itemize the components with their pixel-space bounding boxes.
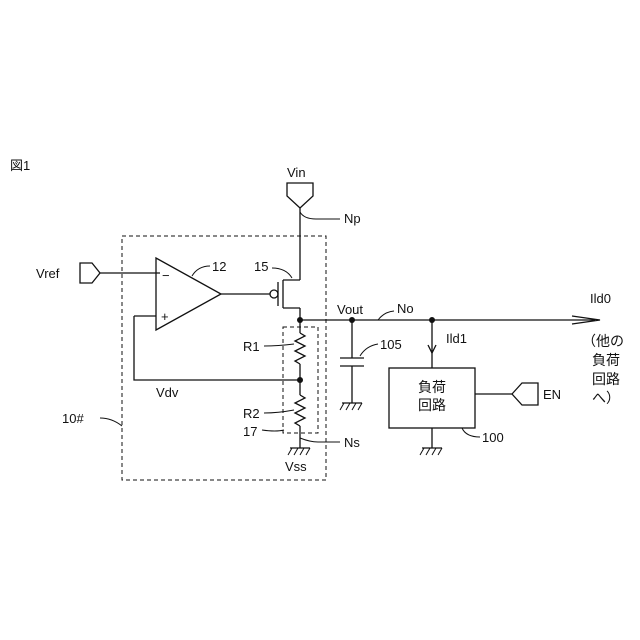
block-label: 10# — [62, 411, 84, 426]
opamp-minus: − — [162, 268, 170, 283]
ns-leader — [300, 438, 340, 442]
np-leader — [300, 212, 340, 219]
transistor-leader — [272, 268, 292, 278]
load-line1: 負荷 — [418, 379, 446, 395]
resistor-r2 — [295, 395, 305, 448]
cap-leader — [360, 344, 378, 356]
other-line1: （他の — [582, 333, 624, 349]
cap-label: 105 — [380, 337, 402, 352]
ns-label: Ns — [344, 435, 360, 450]
vin-terminal — [287, 183, 313, 280]
resistor-r1 — [295, 320, 305, 395]
en-label: EN — [543, 387, 561, 402]
other-loads-note: （他の 負荷 回路 へ） — [582, 333, 624, 406]
vref-terminal — [80, 263, 160, 283]
transistor-label: 15 — [254, 259, 268, 274]
pmos-transistor — [270, 280, 300, 320]
load-line2: 回路 — [418, 397, 446, 413]
no-leader — [378, 311, 394, 320]
block-leader — [100, 418, 122, 426]
vref-label: Vref — [36, 266, 60, 281]
opamp-label: 12 — [212, 259, 226, 274]
r2-leader — [264, 410, 294, 413]
opamp-leader — [192, 266, 210, 276]
vss-label: Vss — [285, 459, 307, 474]
vin-label: Vin — [287, 165, 306, 180]
no-label: No — [397, 301, 414, 316]
divider-leader — [262, 430, 284, 431]
en-terminal — [475, 383, 538, 405]
r1-leader — [264, 344, 294, 346]
other-line3: 回路 — [592, 371, 620, 387]
vdv-label: Vdv — [156, 385, 179, 400]
ild0-label: Ild0 — [590, 291, 611, 306]
other-line4: へ） — [592, 390, 620, 406]
ild1-label: Ild1 — [446, 331, 467, 346]
r2-label: R2 — [243, 406, 260, 421]
np-label: Np — [344, 211, 361, 226]
other-line2: 負荷 — [592, 352, 620, 368]
divider-label: 17 — [243, 424, 257, 439]
vss-ground — [288, 448, 310, 455]
feedback-line — [134, 316, 300, 380]
load-leader — [462, 428, 480, 437]
r1-label: R1 — [243, 339, 260, 354]
load-ref-label: 100 — [482, 430, 504, 445]
vout-label: Vout — [337, 302, 363, 317]
opamp — [134, 258, 270, 330]
figure-label: 図1 — [10, 158, 30, 173]
opamp-plus: + — [161, 309, 169, 324]
capacitor — [340, 320, 364, 410]
